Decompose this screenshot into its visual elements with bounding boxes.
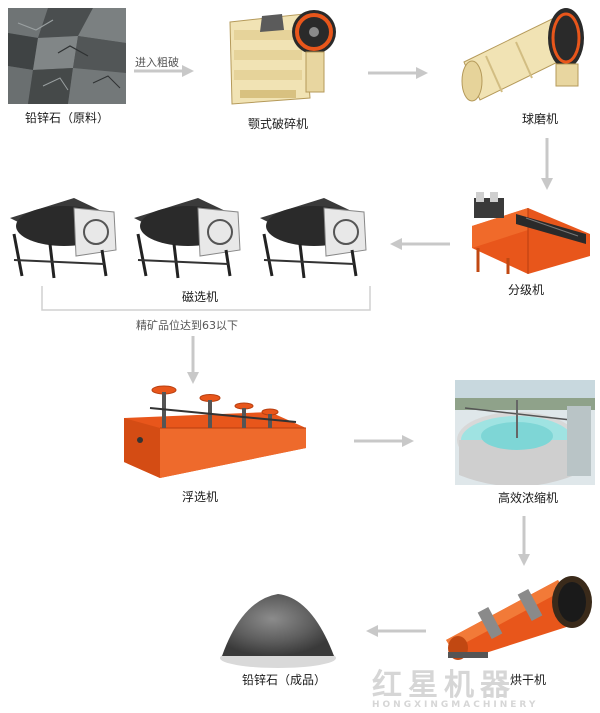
magnetic-separator-image-2 <box>128 190 246 280</box>
rotary-dryer-label: 烘干机 <box>509 673 546 687</box>
arrow-separator-to-flotation <box>187 336 199 384</box>
arrow-raw-to-crusher <box>134 65 194 77</box>
arrow-dryer-to-product <box>366 625 426 637</box>
final-product-label: 铅锌石（成品） <box>241 673 326 687</box>
coarse-crushing-note: 进入粗破 <box>135 56 179 69</box>
concentrate-grade-note: 精矿品位达到63以下 <box>136 319 238 332</box>
thickener-label: 高效浓缩机 <box>497 491 558 505</box>
jaw-crusher-label: 颚式破碎机 <box>247 117 308 131</box>
flotation-machine-label: 浮选机 <box>181 490 218 504</box>
ball-mill-image <box>456 6 594 106</box>
arrow-mill-to-classifier <box>541 138 553 190</box>
magnetic-separator-label: 磁选机 <box>160 288 240 305</box>
separator-group-bracket <box>41 286 371 311</box>
final-product-image <box>212 580 342 670</box>
arrow-classifier-to-separator <box>390 238 450 250</box>
raw-ore-image <box>8 8 126 104</box>
magnetic-separator-image-1 <box>4 190 122 280</box>
magnetic-separator-image-3 <box>254 190 372 280</box>
rotary-dryer-image <box>440 568 596 660</box>
arrow-flotation-to-thickener <box>354 435 414 447</box>
brand-watermark: 红星机器 HONGXINGMACHINERY <box>372 660 596 710</box>
watermark-text: 红星机器 <box>372 668 516 703</box>
jaw-crusher-image <box>222 0 337 106</box>
ball-mill-label: 球磨机 <box>521 112 558 126</box>
classifier-image <box>468 186 594 274</box>
arrow-thickener-to-dryer <box>518 516 530 566</box>
watermark-subtext: HONGXINGMACHINERY <box>372 700 539 710</box>
classifier-label: 分级机 <box>507 283 544 297</box>
raw-ore-label: 铅锌石（原料） <box>24 111 109 125</box>
flotation-machine-image <box>120 382 310 482</box>
arrow-crusher-to-mill <box>368 67 428 79</box>
thickener-image <box>455 380 595 485</box>
